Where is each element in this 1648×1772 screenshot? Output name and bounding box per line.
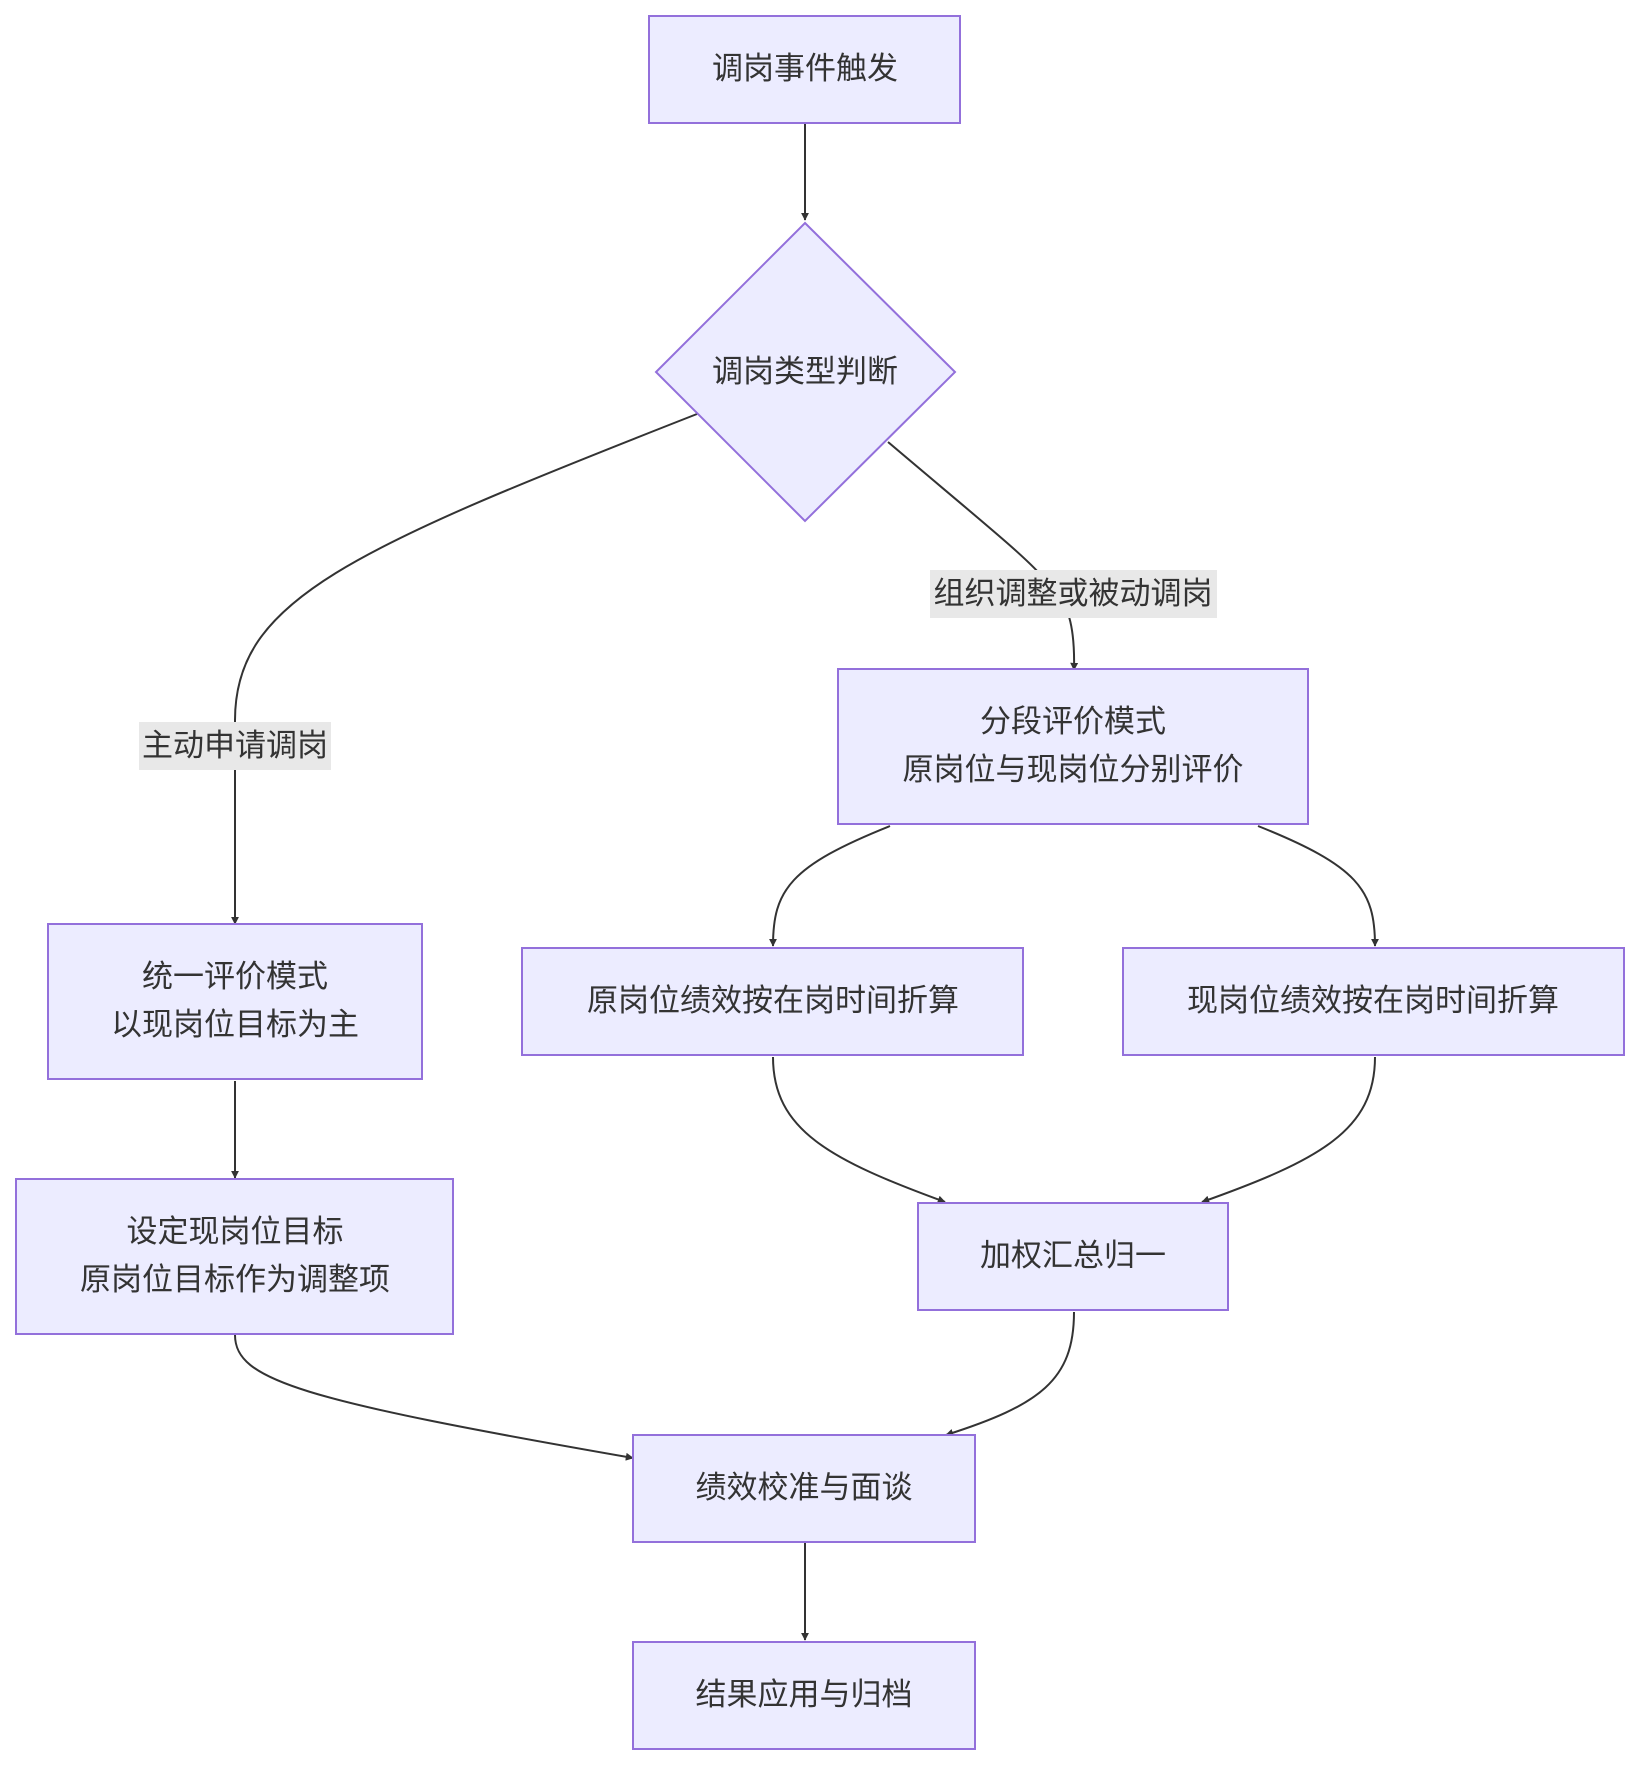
node-segment-mode: 分段评价模式 原岗位与现岗位分别评价 <box>837 668 1309 825</box>
node-segment-mode-line1: 分段评价模式 <box>980 704 1166 740</box>
node-current-prorate: 现岗位绩效按在岗时间折算 <box>1122 947 1625 1056</box>
edge-label-active-text: 主动申请调岗 <box>142 728 328 764</box>
edge-decision-to-segment <box>887 441 1079 671</box>
edge-current-to-weighted <box>1201 1056 1376 1204</box>
node-set-targets-line2: 原岗位目标作为调整项 <box>80 1262 390 1298</box>
edge-label-active: 主动申请调岗 <box>139 722 331 770</box>
node-unified-mode-line1: 统一评价模式 <box>142 959 328 995</box>
edge-settargets-to-calibration <box>234 1334 634 1461</box>
node-original-prorate: 原岗位绩效按在岗时间折算 <box>521 947 1024 1056</box>
node-unified-mode-line2: 以现岗位目标为主 <box>111 1007 359 1043</box>
node-calibration-text: 绩效校准与面谈 <box>696 1470 913 1506</box>
node-weighted-sum-text: 加权汇总归一 <box>980 1238 1166 1274</box>
edge-label-passive-text: 组织调整或被动调岗 <box>934 576 1213 612</box>
node-current-prorate-text: 现岗位绩效按在岗时间折算 <box>1187 983 1559 1019</box>
node-archive-text: 结果应用与归档 <box>696 1677 913 1713</box>
node-trigger-text: 调岗事件触发 <box>712 51 898 87</box>
node-weighted-sum: 加权汇总归一 <box>917 1202 1229 1311</box>
edge-segment-to-current <box>1257 825 1379 947</box>
node-decision: 调岗类型判断 <box>654 221 957 523</box>
node-original-prorate-text: 原岗位绩效按在岗时间折算 <box>587 983 959 1019</box>
node-unified-mode: 统一评价模式 以现岗位目标为主 <box>47 923 423 1080</box>
edge-weighted-to-calibration <box>945 1311 1075 1437</box>
edge-original-to-weighted <box>772 1056 946 1204</box>
edge-decision-to-unified <box>231 413 698 925</box>
node-calibration: 绩效校准与面谈 <box>632 1434 976 1543</box>
node-trigger: 调岗事件触发 <box>648 15 961 124</box>
node-decision-text: 调岗类型判断 <box>712 354 898 390</box>
node-segment-mode-line2: 原岗位与现岗位分别评价 <box>903 752 1244 788</box>
node-set-targets: 设定现岗位目标 原岗位目标作为调整项 <box>15 1178 454 1335</box>
edge-segment-to-original <box>769 825 891 947</box>
node-archive: 结果应用与归档 <box>632 1641 976 1750</box>
node-set-targets-line1: 设定现岗位目标 <box>127 1214 344 1250</box>
edges <box>231 124 1379 1641</box>
edge-label-passive: 组织调整或被动调岗 <box>930 570 1217 618</box>
